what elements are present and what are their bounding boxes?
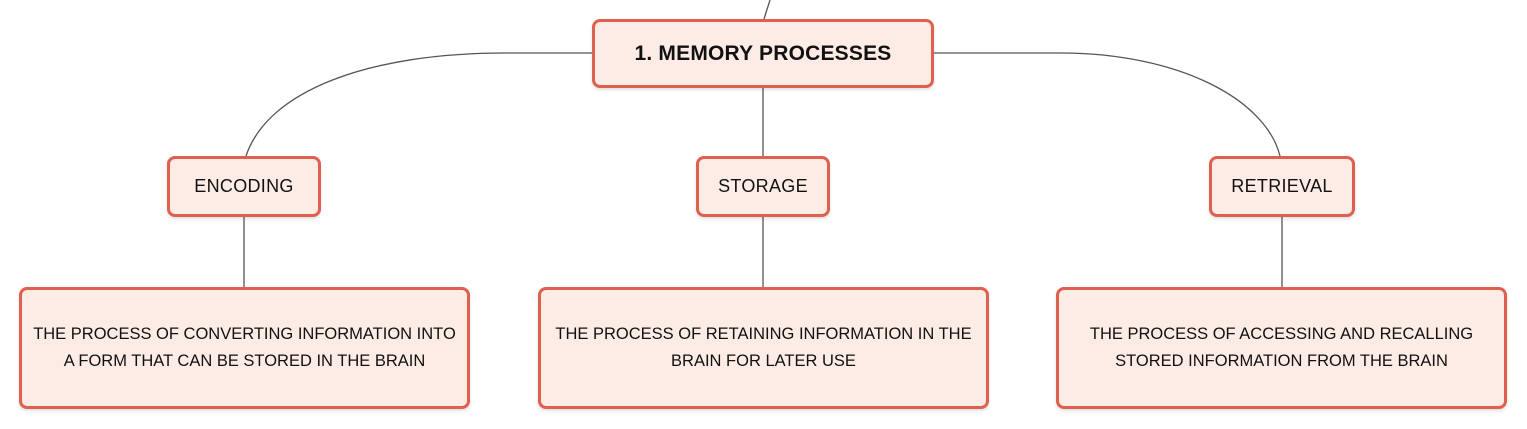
- node-encoding[interactable]: ENCODING: [167, 156, 321, 217]
- connector-root-to-retrieval: [934, 52, 1281, 157]
- root-node-memory-processes[interactable]: 1. MEMORY PROCESSES: [592, 19, 934, 88]
- storage-description-text: THE PROCESS OF RETAINING INFORMATION IN …: [555, 325, 972, 370]
- encoding-description-text: THE PROCESS OF CONVERTING INFORMATION IN…: [33, 325, 456, 370]
- incoming-connector: [763, 0, 771, 20]
- connector-root-to-encoding: [245, 52, 592, 157]
- node-storage-description[interactable]: THE PROCESS OF RETAINING INFORMATION IN …: [538, 287, 989, 409]
- node-retrieval[interactable]: RETRIEVAL: [1209, 156, 1355, 217]
- node-encoding-description[interactable]: THE PROCESS OF CONVERTING INFORMATION IN…: [19, 287, 470, 409]
- node-retrieval-description[interactable]: THE PROCESS OF ACCESSING AND RECALLING S…: [1056, 287, 1507, 409]
- node-storage[interactable]: STORAGE: [696, 156, 830, 217]
- root-node-label: 1. MEMORY PROCESSES: [634, 41, 892, 65]
- node-retrieval-label: RETRIEVAL: [1231, 176, 1333, 196]
- retrieval-description-text: THE PROCESS OF ACCESSING AND RECALLING S…: [1089, 325, 1474, 370]
- node-encoding-label: ENCODING: [194, 176, 294, 196]
- node-storage-label: STORAGE: [718, 176, 808, 196]
